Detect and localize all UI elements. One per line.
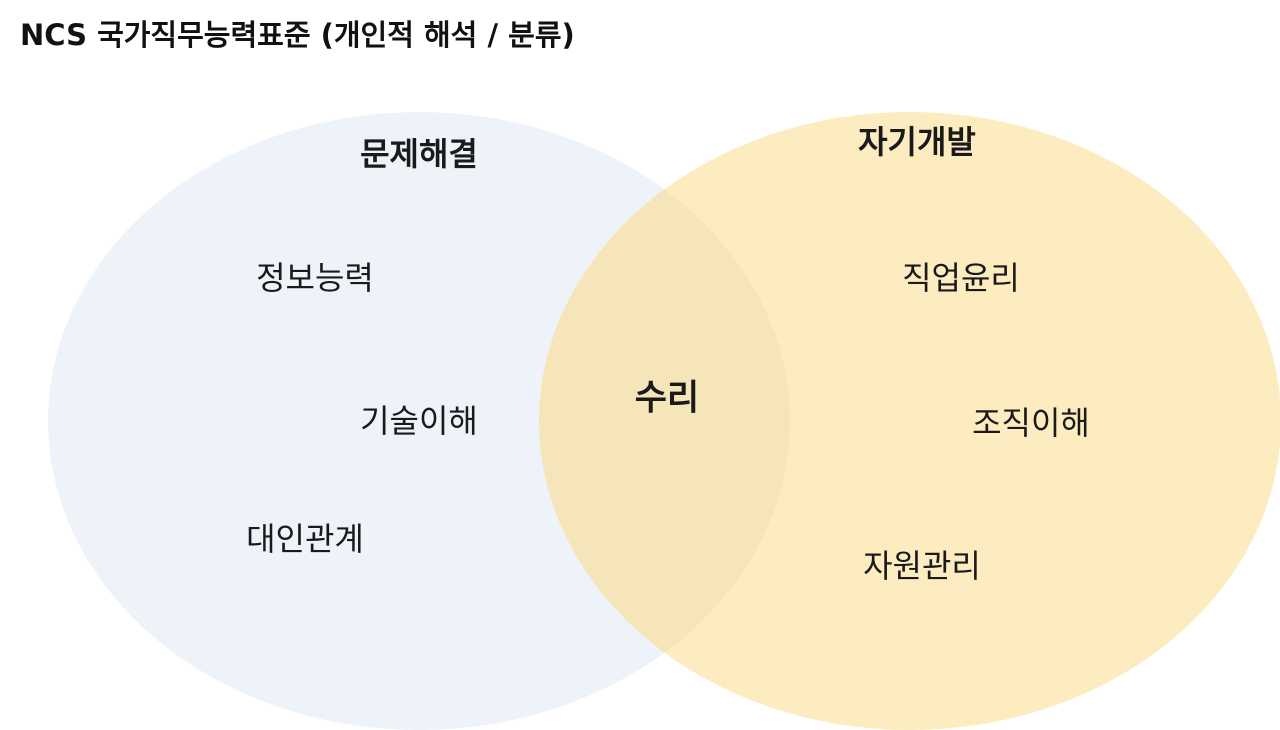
page-title: NCS 국가직무능력표준 (개인적 해석 / 분류)	[20, 18, 575, 52]
left-item-1: 정보능력	[256, 259, 374, 297]
right-item-3: 자원관리	[863, 547, 981, 585]
overlap-region	[539, 112, 790, 730]
right-item-1: 직업윤리	[902, 259, 1020, 297]
left-item-3: 대인관계	[246, 520, 364, 558]
intersection-label: 수리	[634, 378, 700, 419]
right-group-label: 자기개발	[858, 123, 976, 161]
right-item-2: 조직이해	[972, 404, 1090, 442]
left-group-label: 문제해결	[360, 135, 478, 173]
left-item-2: 기술이해	[360, 402, 478, 440]
